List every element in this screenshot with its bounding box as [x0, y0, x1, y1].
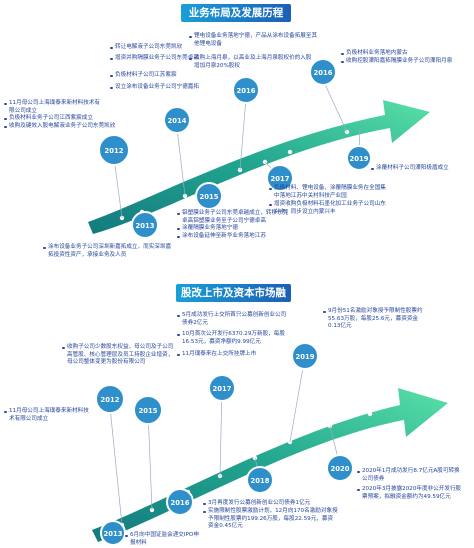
note-2015-c: 涂布设备延伸至新华业务落地江苏 [177, 233, 266, 239]
s2-note-2020-b: 2020年3月披露2020年度非公开发行股票预案，拟融资金额约为49.59亿元 [357, 486, 462, 500]
note-2017-a: 负极材料、锂电设备、涂覆隔膜业务在全国集中落地江苏中关村科技产业园 [269, 185, 386, 199]
s2-year-2012: 2012 [101, 396, 120, 404]
note-2016c-b: 收购控股溧阳嘉拓隔膜业务子公司溧阳月泉 [341, 58, 468, 66]
s2-year-2015: 2015 [139, 407, 158, 415]
s2-year-2016: 2016 [171, 499, 190, 507]
s2-year-2013: 2013 [104, 530, 123, 538]
s2-note-2020-a: 2020年1月成功发行8.7亿元A股可转换公司债券 [357, 468, 462, 483]
year-2016b: 2016 [314, 69, 333, 77]
note-2012-c: 收购及键效入股电解液业务子公司东莞凯欣 [4, 123, 137, 131]
growth-arrow-1 [88, 100, 430, 234]
note-2014-c: 负极材料子公司江苏紫宸 [110, 72, 177, 78]
s2-note-2017-c: 11月璞泰来在上交所挂牌上市 [176, 351, 257, 357]
s2-note-2018-a: 3月再度发行公募创新创业公司债券1亿元 [202, 500, 311, 506]
note-2014-d: 设立涂布设备业务子公司宁德嘉拓 [110, 84, 210, 92]
year-2019: 2019 [350, 155, 369, 163]
note-2016-a: 锂电设备业务落地宁德，产品从涂布设备拓展至其他锂电设备 [189, 33, 322, 48]
s2-note-2018-b: 实施限制性股票激励计划，12月向170名激励对象授予限制性股票约199.26万股… [203, 508, 338, 530]
note-2015-b: 涂覆隔膜业务落地宁德 [177, 225, 238, 231]
note-2016-b: 收购上海月泉，以高业及上海月泉股权价的入股增加月泉20%股权 [189, 55, 314, 70]
s2-note-2017-b: 10月首次公开发行6370.29万新股，每股16.53元，募资净额约9.99亿元 [177, 331, 290, 346]
s2-note-2019: 9月份51名激励对象授予限制性股票约55.63万股，每股25.6元，募资资金0.… [323, 308, 423, 330]
s2-year-2017: 2017 [213, 385, 232, 393]
note-2014-b: 增资并购隔膜业务子公司东莞卓高 [110, 55, 215, 63]
section2-title: 股改上市及资本市场融资 [176, 284, 291, 317]
s2-year-2020: 2020 [331, 465, 350, 473]
note-2014-a: 转让电解液子公司东莞凯欣 [109, 44, 183, 50]
s2-year-2019: 2019 [296, 353, 315, 361]
note-2013: 涂布设备业务子公司深圳新嘉拓成立，而实深圳嘉拓投资性资产，承接业务及人员 [43, 244, 176, 259]
s2-note-2012: 11月母公司上海璞泰来新材料技术有限公司成立 [4, 408, 89, 422]
note-2016c-a: 负极材料业务落地内蒙古 [341, 50, 408, 56]
note-2015-a: 铝塑膜业务子公司东莞卓越成立，转移东莞卓高铝塑膜业务至子公司宁德卓高 [177, 210, 292, 225]
s2-note-2013: 6月向中国证监会递交IPO申报材料 [125, 532, 199, 546]
section1-year-circles [98, 58, 372, 239]
section1-title: 业务布局及发展历程 [181, 4, 291, 22]
year-2013: 2013 [136, 222, 155, 230]
year-2012: 2012 [105, 147, 124, 155]
year-2016a: 2016 [237, 87, 256, 95]
year-2017: 2017 [271, 175, 290, 183]
s2-note-2015: 收购子公司少数股东权益，母公司及子公司高管股、核心管理层及员工持股企业增资，母公… [62, 344, 174, 366]
section2-year-circles [95, 342, 354, 546]
year-2014: 2014 [168, 117, 187, 125]
s2-note-2017-a: 5月成功发行上交所首只公募创新创业公司债券2亿元 [177, 312, 290, 327]
note-2012-b: 负极材料业务子公司江西紫宸成立 [4, 115, 93, 121]
note-2012-a: 11月母公司上海璞泰来新材料技术有限公司成立 [4, 100, 104, 115]
note-2019: 涂覆材料子公司溧阳极盾成立 [371, 165, 449, 171]
year-2015: 2015 [200, 193, 219, 201]
s2-year-2018: 2018 [251, 477, 270, 485]
note-2017-b: 增资收购负极材料石墨化加工业务子公司山东兴丰，同步设立内蒙兴丰 [269, 201, 386, 215]
